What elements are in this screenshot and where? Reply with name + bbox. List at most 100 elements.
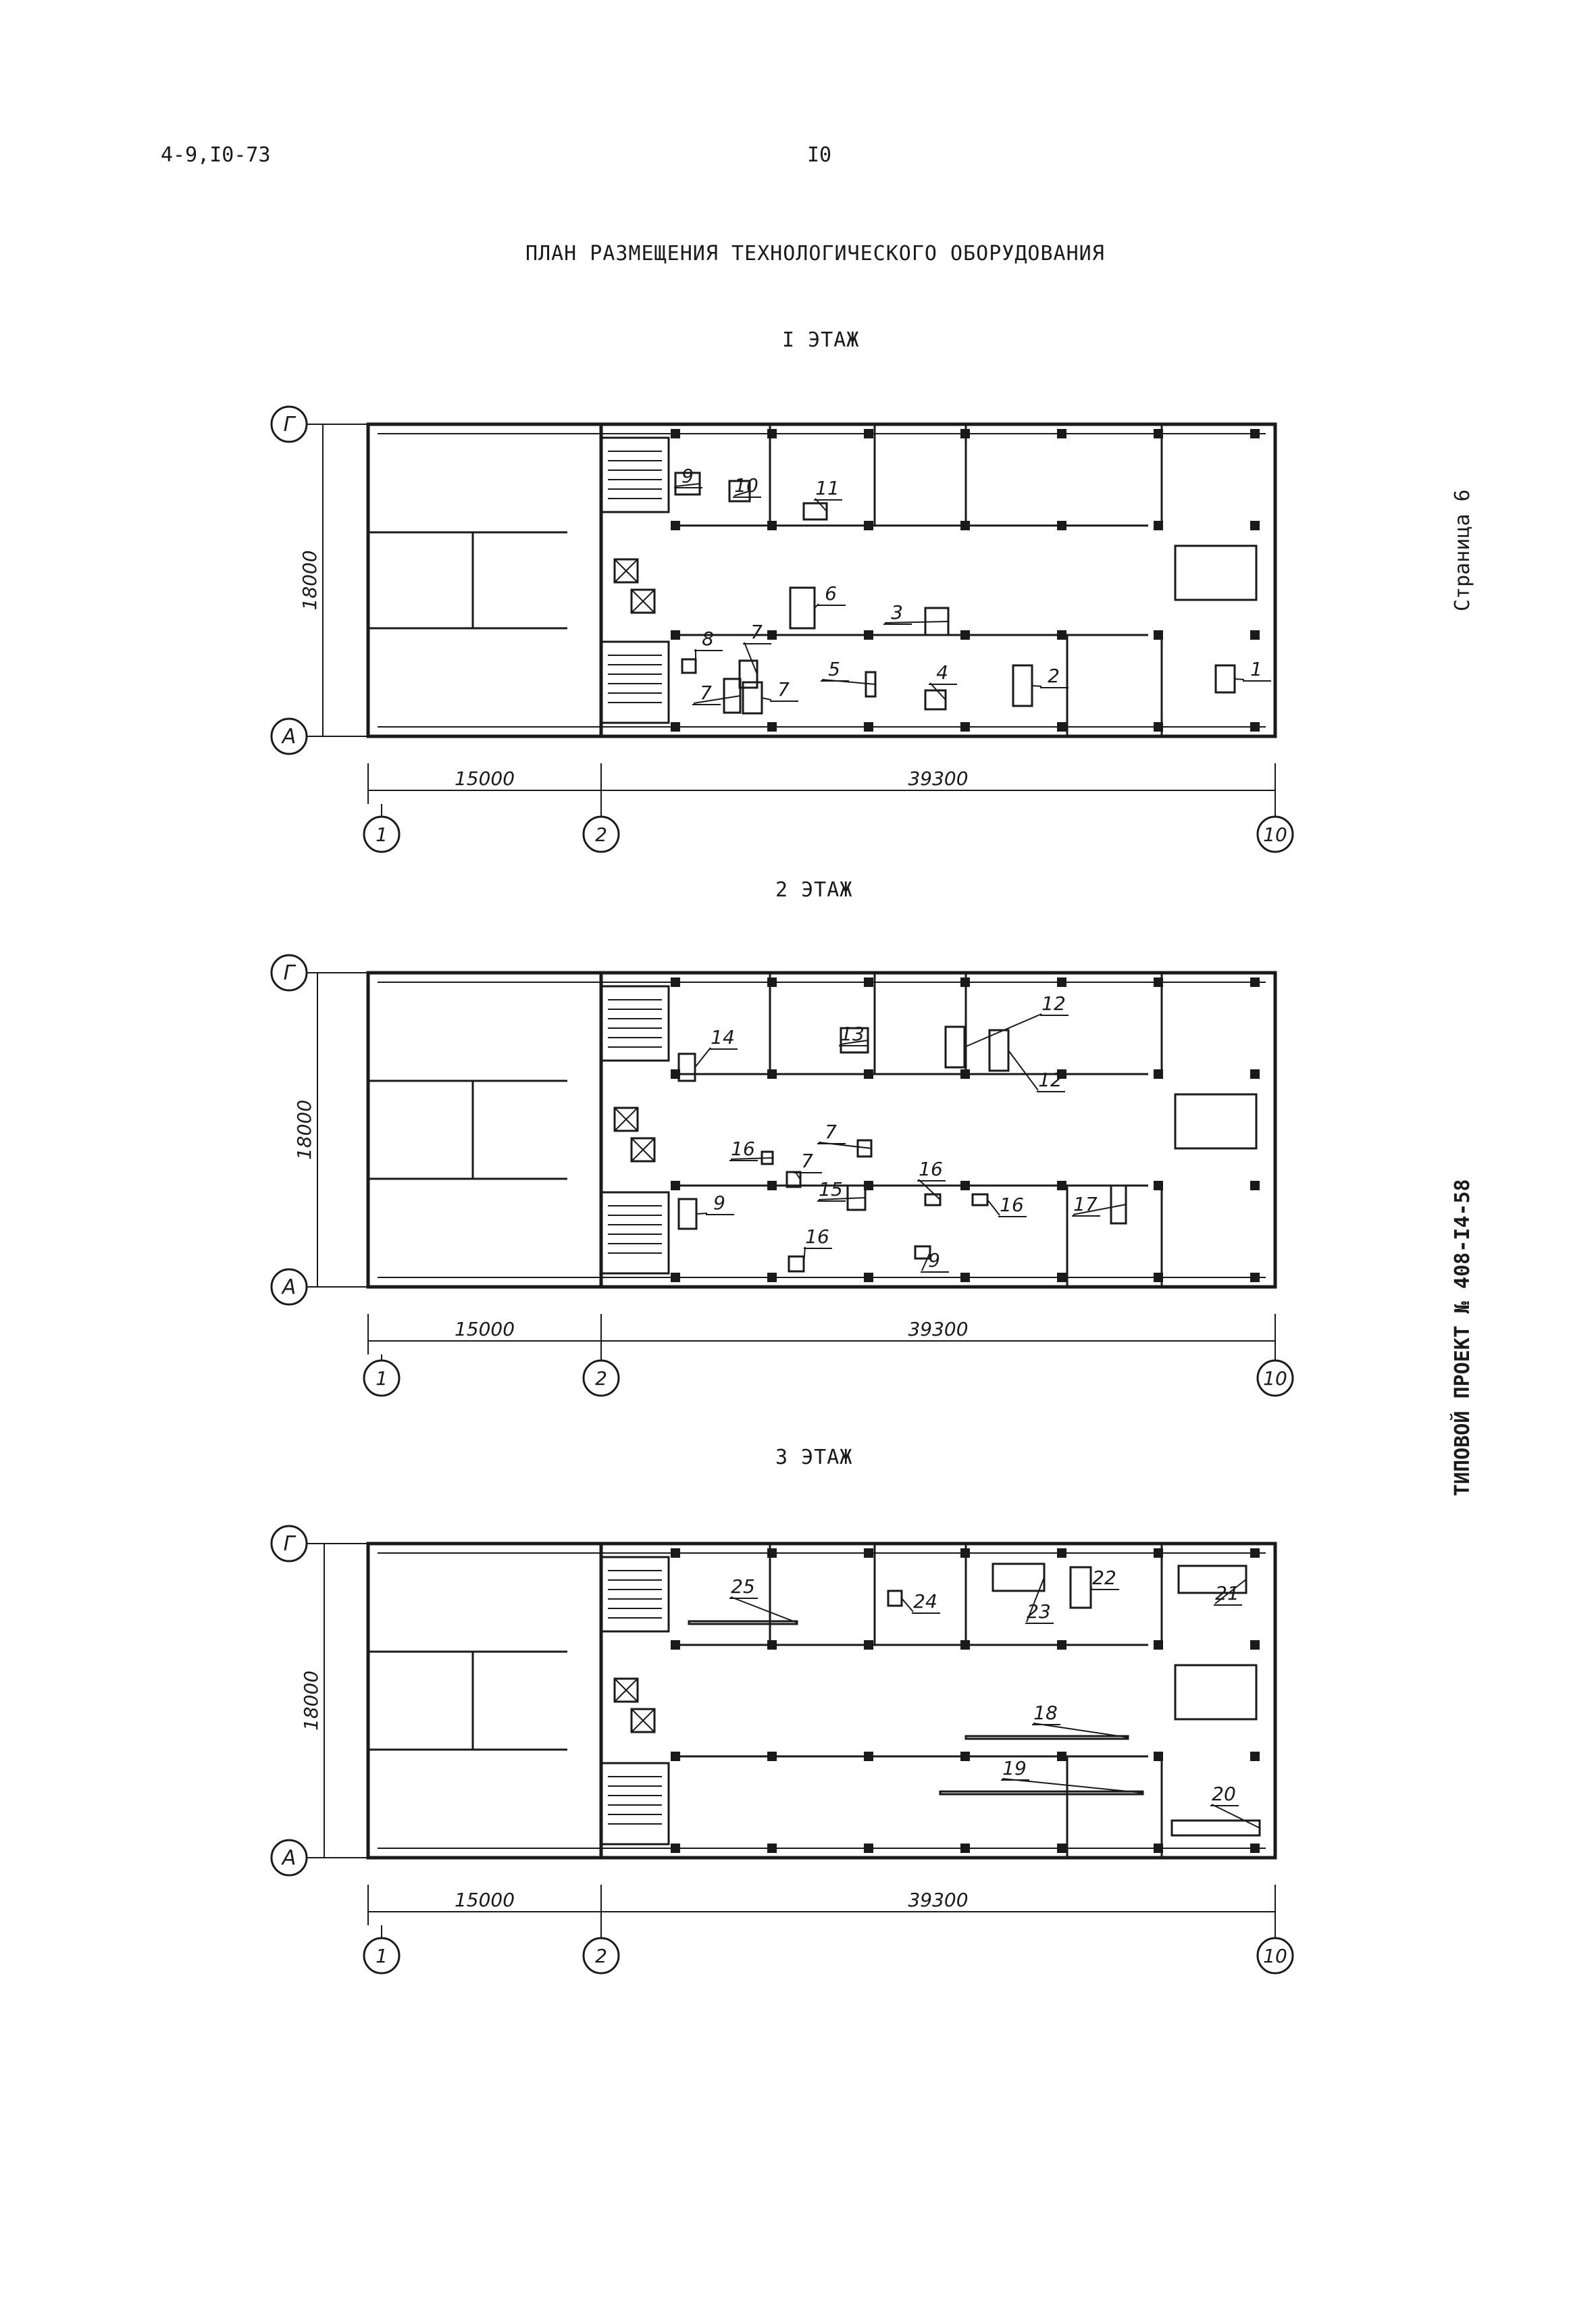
equipment-item <box>924 1193 942 1206</box>
equipment-item <box>677 1052 696 1082</box>
leader-line <box>1211 1804 1260 1829</box>
equipment-number: 8 <box>702 628 714 650</box>
equipment-item <box>1214 664 1236 694</box>
equipment-number: 16 <box>1000 1194 1024 1216</box>
column <box>1057 1273 1066 1282</box>
floor-3-label: 3 ЭТАЖ <box>775 1446 853 1469</box>
column <box>671 521 680 530</box>
axis-column-label: 2 <box>595 823 607 846</box>
column <box>767 1752 777 1761</box>
column <box>1250 630 1260 640</box>
equipment-number: 16 <box>731 1138 755 1160</box>
equipment-item <box>1012 664 1033 707</box>
column <box>1057 630 1066 640</box>
leader-line <box>1073 1204 1127 1215</box>
equipment-number: 7 <box>825 1121 837 1143</box>
leader-line <box>693 695 741 704</box>
column <box>671 1844 680 1853</box>
leader-line <box>918 1179 941 1200</box>
leader-line <box>1002 1778 1143 1794</box>
leader-line <box>1008 1050 1039 1091</box>
stairwell <box>600 985 670 1062</box>
column <box>1057 1181 1066 1190</box>
equipment-item <box>971 1193 989 1206</box>
span-dimension-label: 15000 <box>455 767 515 790</box>
column <box>864 1548 873 1558</box>
equipment-number: 16 <box>919 1158 943 1180</box>
equipment-number: 5 <box>828 658 840 680</box>
column <box>1250 1844 1260 1853</box>
elevator-cross <box>614 559 638 583</box>
column <box>1057 1844 1066 1853</box>
column <box>671 722 680 732</box>
leader-line <box>730 1596 798 1623</box>
axis-row-label: Г <box>284 413 297 436</box>
column <box>864 521 873 530</box>
equipment-item <box>924 689 947 711</box>
leader-line <box>730 1157 773 1160</box>
column <box>671 1548 680 1558</box>
column <box>1057 977 1066 987</box>
equipment-number: 19 <box>1002 1757 1027 1779</box>
equipment-number: 20 <box>1212 1783 1236 1805</box>
leader-line <box>696 1213 708 1215</box>
column <box>960 1181 970 1190</box>
equipment-item <box>964 1735 1129 1740</box>
leader-line <box>1090 1587 1093 1589</box>
equipment-item <box>789 586 816 630</box>
equipment-item <box>677 1198 698 1230</box>
height-dimension-label: 18000 <box>300 1671 322 1731</box>
column <box>671 429 680 438</box>
equipment-number: 11 <box>815 477 840 499</box>
column <box>1057 521 1066 530</box>
elevator-shaft <box>630 1137 656 1163</box>
span-dimension-label: 39300 <box>908 767 968 790</box>
stairwell <box>1174 1093 1258 1150</box>
equipment-number: 1 <box>1250 658 1262 680</box>
leader-line <box>901 1598 914 1612</box>
span-dimension-label: 39300 <box>908 1318 968 1340</box>
elevator-shaft <box>613 1107 639 1132</box>
column <box>864 977 873 987</box>
plan-title: ПЛАН РАЗМЕЩЕНИЯ ТЕХНОЛОГИЧЕСКОГО ОБОРУДО… <box>525 242 1105 265</box>
equipment-item <box>1069 1566 1092 1609</box>
column <box>1250 1548 1260 1558</box>
equipment-number: 7 <box>801 1150 813 1172</box>
column <box>864 429 873 438</box>
elevator-shaft <box>630 588 656 614</box>
outer-wall <box>366 422 1277 738</box>
column <box>671 630 680 640</box>
leader-line <box>921 1252 931 1271</box>
axis-row-label: Г <box>284 961 297 985</box>
equipment-item <box>988 1029 1010 1072</box>
leader-line <box>1234 678 1245 680</box>
equipment-number: 3 <box>891 601 903 624</box>
leader-line <box>818 1197 866 1200</box>
axis-column-label: 10 <box>1263 1367 1287 1390</box>
column <box>1250 521 1260 530</box>
leader-line <box>761 697 772 701</box>
page-number: I0 <box>807 143 832 167</box>
column <box>960 630 970 640</box>
document-code: 4-9,I0-73 <box>161 143 271 167</box>
stairwell <box>600 436 670 513</box>
stairwell <box>600 1191 670 1275</box>
column <box>767 1844 777 1853</box>
elevator-cross <box>614 1107 638 1132</box>
column <box>1250 722 1260 732</box>
leader-line <box>1033 1723 1129 1738</box>
equipment-number: 17 <box>1073 1193 1098 1215</box>
elevator-shaft <box>613 1677 639 1703</box>
outer-wall <box>366 971 1277 1289</box>
column <box>671 1752 680 1761</box>
equipment-number: 9 <box>713 1192 725 1214</box>
stairwell <box>600 640 670 724</box>
leader-line <box>815 498 827 512</box>
column <box>864 1069 873 1079</box>
column <box>1250 429 1260 438</box>
stairwell <box>1174 1664 1258 1721</box>
column <box>671 1181 680 1190</box>
equipment-number: 15 <box>819 1178 843 1200</box>
leader-line <box>1214 1579 1247 1604</box>
column <box>1250 1640 1260 1650</box>
